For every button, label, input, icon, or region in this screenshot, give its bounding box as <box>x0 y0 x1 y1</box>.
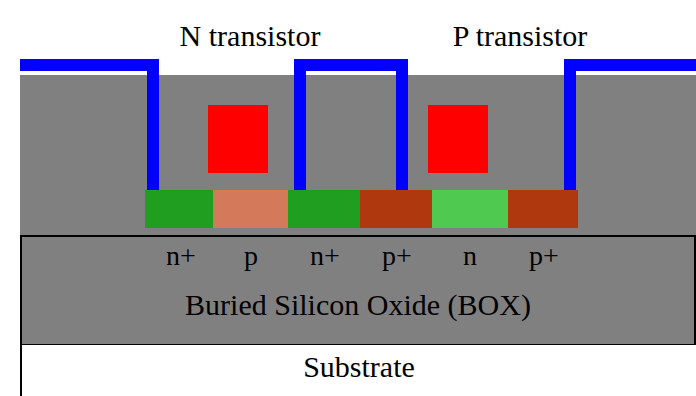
p-plus-region <box>508 190 578 228</box>
layer-name: Buried Silicon Oxide (BOX) <box>185 290 531 320</box>
n-region <box>432 190 508 228</box>
box-layer: Buried Silicon Oxide (BOX) <box>20 235 696 346</box>
substrate-layer: Substrate <box>20 345 696 396</box>
doping-label: p+ <box>529 242 559 270</box>
n-plus-region <box>288 190 360 228</box>
doping-label: p <box>244 242 258 270</box>
p-region <box>213 190 288 228</box>
oxide-layer <box>20 75 696 236</box>
gate <box>428 105 488 173</box>
gate <box>208 105 268 173</box>
doping-label: p+ <box>382 242 412 270</box>
doping-label: n <box>463 242 477 270</box>
doping-label: n+ <box>310 242 340 270</box>
contact-wire <box>20 65 153 190</box>
contact-wire <box>570 65 696 190</box>
layer-name: Substrate <box>303 352 415 382</box>
n-plus-region <box>145 190 213 228</box>
p-plus-region <box>360 190 432 228</box>
contact-wire <box>300 65 402 190</box>
doping-label: n+ <box>166 242 196 270</box>
transistor-label: N transistor <box>180 21 321 51</box>
transistor-label: P transistor <box>453 21 588 51</box>
